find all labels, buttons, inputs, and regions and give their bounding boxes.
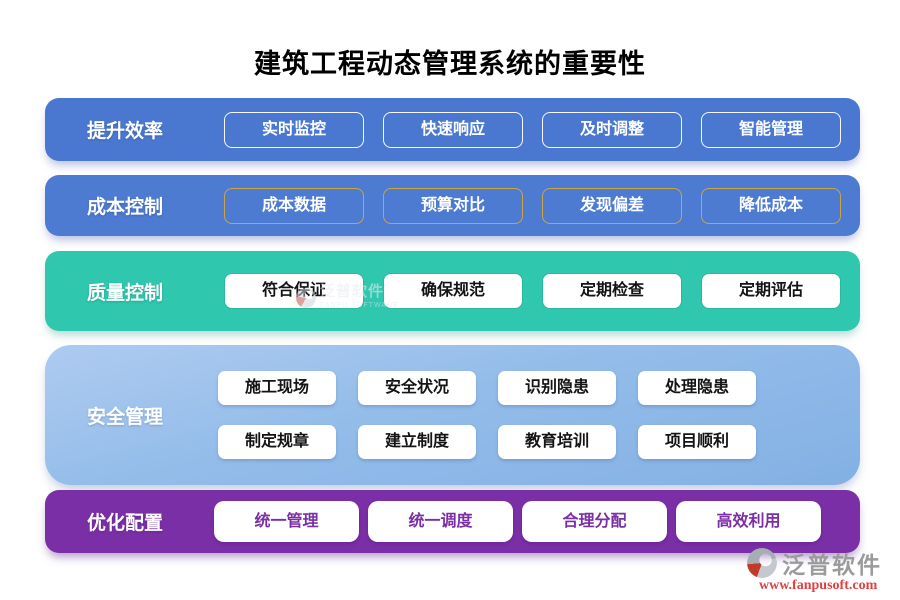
btn-rational-allocation[interactable]: 合理分配 xyxy=(522,501,667,542)
brand-url: www.fanpusoft.com xyxy=(759,578,878,593)
btn-safety-status[interactable]: 安全状况 xyxy=(358,371,476,405)
btn-unified-dispatch[interactable]: 统一调度 xyxy=(368,501,513,542)
section-quality-control: 质量控制 符合保证 确保规范 定期检查 定期评估 xyxy=(45,251,860,331)
section-cost-control-buttons: 成本数据 预算对比 发现偏差 降低成本 xyxy=(205,187,860,224)
btn-cost-data[interactable]: 成本数据 xyxy=(224,187,364,224)
btn-unified-management[interactable]: 统一管理 xyxy=(214,501,359,542)
fanpu-logo-icon xyxy=(747,548,777,578)
btn-set-rules[interactable]: 制定规章 xyxy=(218,425,336,459)
btn-periodic-evaluation[interactable]: 定期评估 xyxy=(701,273,841,309)
section-cost-control: 成本控制 成本数据 预算对比 发现偏差 降低成本 xyxy=(45,175,860,236)
safety-buttons-line-2: 制定规章 建立制度 教育培训 项目顺利 xyxy=(205,425,860,459)
btn-realtime-monitor[interactable]: 实时监控 xyxy=(224,111,364,148)
btn-smart-management[interactable]: 智能管理 xyxy=(701,111,841,148)
section-quality-control-label: 质量控制 xyxy=(86,282,163,304)
section-resource-optimization-buttons: 统一管理 统一调度 合理分配 高效利用 xyxy=(205,501,860,542)
btn-efficient-use[interactable]: 高效利用 xyxy=(676,501,821,542)
btn-periodic-inspection[interactable]: 定期检查 xyxy=(542,273,682,309)
btn-spot-deviation[interactable]: 发现偏差 xyxy=(542,187,682,224)
section-efficiency-label: 提升效率 xyxy=(86,121,163,142)
btn-education-training[interactable]: 教育培训 xyxy=(498,425,616,459)
section-quality-control-buttons: 符合保证 确保规范 定期检查 定期评估 xyxy=(205,273,860,309)
btn-budget-compare[interactable]: 预算对比 xyxy=(383,187,523,224)
safety-buttons-line-1: 施工现场 安全状况 识别隐患 处理隐患 xyxy=(205,371,860,405)
brand-name: 泛普软件 xyxy=(782,552,882,578)
btn-construction-site[interactable]: 施工现场 xyxy=(218,371,336,405)
brand-footer: 泛普软件 www.fanpusoft.com xyxy=(747,546,882,594)
btn-handle-hazard[interactable]: 处理隐患 xyxy=(638,371,756,405)
section-resource-optimization-label: 优化配置 xyxy=(86,513,163,534)
page-title: 建筑工程动态管理系统的重要性 xyxy=(254,49,646,79)
section-efficiency-buttons: 实时监控 快速响应 及时调整 智能管理 xyxy=(205,111,860,148)
section-resource-optimization: 优化配置 统一管理 统一调度 合理分配 高效利用 xyxy=(45,490,860,553)
section-cost-control-label: 成本控制 xyxy=(86,197,163,218)
section-safety-management-buttons: 施工现场 安全状况 识别隐患 处理隐患 制定规章 建立制度 教育培训 项目顺利 xyxy=(205,371,860,459)
btn-project-smooth[interactable]: 项目顺利 xyxy=(638,425,756,459)
btn-timely-adjust[interactable]: 及时调整 xyxy=(542,111,682,148)
btn-compliance-guarantee[interactable]: 符合保证 xyxy=(224,273,364,309)
btn-quick-response[interactable]: 快速响应 xyxy=(383,111,523,148)
btn-reduce-cost[interactable]: 降低成本 xyxy=(701,187,841,224)
btn-ensure-standard[interactable]: 确保规范 xyxy=(383,273,523,309)
section-safety-management-label: 安全管理 xyxy=(86,406,163,428)
btn-identify-hazard[interactable]: 识别隐患 xyxy=(498,371,616,405)
section-safety-management: 安全管理 施工现场 安全状况 识别隐患 处理隐患 制定规章 建立制度 教育培训 … xyxy=(45,345,860,485)
btn-build-system[interactable]: 建立制度 xyxy=(358,425,476,459)
section-efficiency: 提升效率 实时监控 快速响应 及时调整 智能管理 xyxy=(45,98,860,161)
